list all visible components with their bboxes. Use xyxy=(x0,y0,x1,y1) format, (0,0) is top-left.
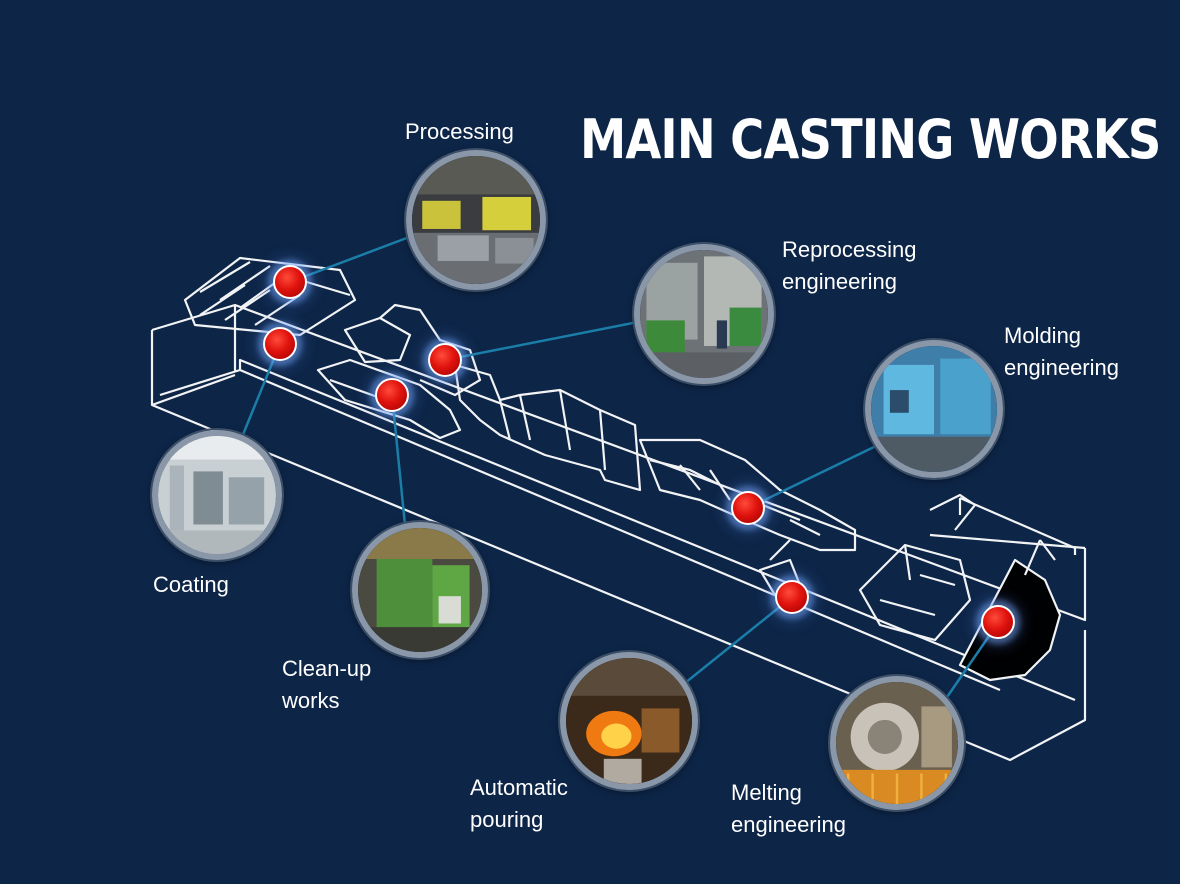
pouring-image xyxy=(566,658,692,784)
reprocessing-image xyxy=(640,250,768,378)
melting-label-line-2: engineering xyxy=(731,812,846,837)
processing-photo xyxy=(406,150,546,290)
processing-label: Processing xyxy=(405,119,514,144)
cleanup-label-line-1: Clean-up xyxy=(282,656,372,681)
molding-photo xyxy=(865,340,1003,478)
reprocessing-label-line-2: engineering xyxy=(782,269,897,294)
molding-label: Molding engineering xyxy=(1004,320,1119,384)
cleanup-image xyxy=(358,528,482,652)
pouring-label-line-1: Automatic xyxy=(470,775,568,800)
melting-label-line-1: Melting xyxy=(731,780,802,805)
coating-marker xyxy=(263,327,297,361)
molding-marker xyxy=(731,491,765,525)
molding-label-line-2: engineering xyxy=(1004,355,1119,380)
processing-marker xyxy=(273,265,307,299)
melting-label: Melting engineering xyxy=(731,777,846,841)
reprocessing-label: Reprocessing engineering xyxy=(782,234,917,298)
melting-photo xyxy=(830,676,964,810)
coating-label: Coating xyxy=(153,572,229,597)
reprocessing-marker xyxy=(428,343,462,377)
cleanup-marker xyxy=(375,378,409,412)
reprocessing-photo xyxy=(634,244,774,384)
pouring-label-line-2: pouring xyxy=(470,807,544,832)
reprocessing-label-line-1: Reprocessing xyxy=(782,237,917,262)
pouring-photo xyxy=(560,652,698,790)
processing-image xyxy=(412,156,540,284)
cleanup-label-line-2: works xyxy=(282,688,340,713)
coating-photo xyxy=(152,430,282,560)
pouring-marker xyxy=(775,580,809,614)
cleanup-label: Clean-up works xyxy=(282,653,371,717)
coating-image xyxy=(158,436,276,554)
molding-label-line-1: Molding xyxy=(1004,323,1082,348)
cleanup-photo xyxy=(352,522,488,658)
molding-image xyxy=(871,346,997,472)
melting-marker xyxy=(981,605,1015,639)
melting-image xyxy=(836,682,958,804)
pouring-label: Automatic pouring xyxy=(470,772,568,836)
page-title: MAIN CASTING WORKS xyxy=(580,108,1161,171)
